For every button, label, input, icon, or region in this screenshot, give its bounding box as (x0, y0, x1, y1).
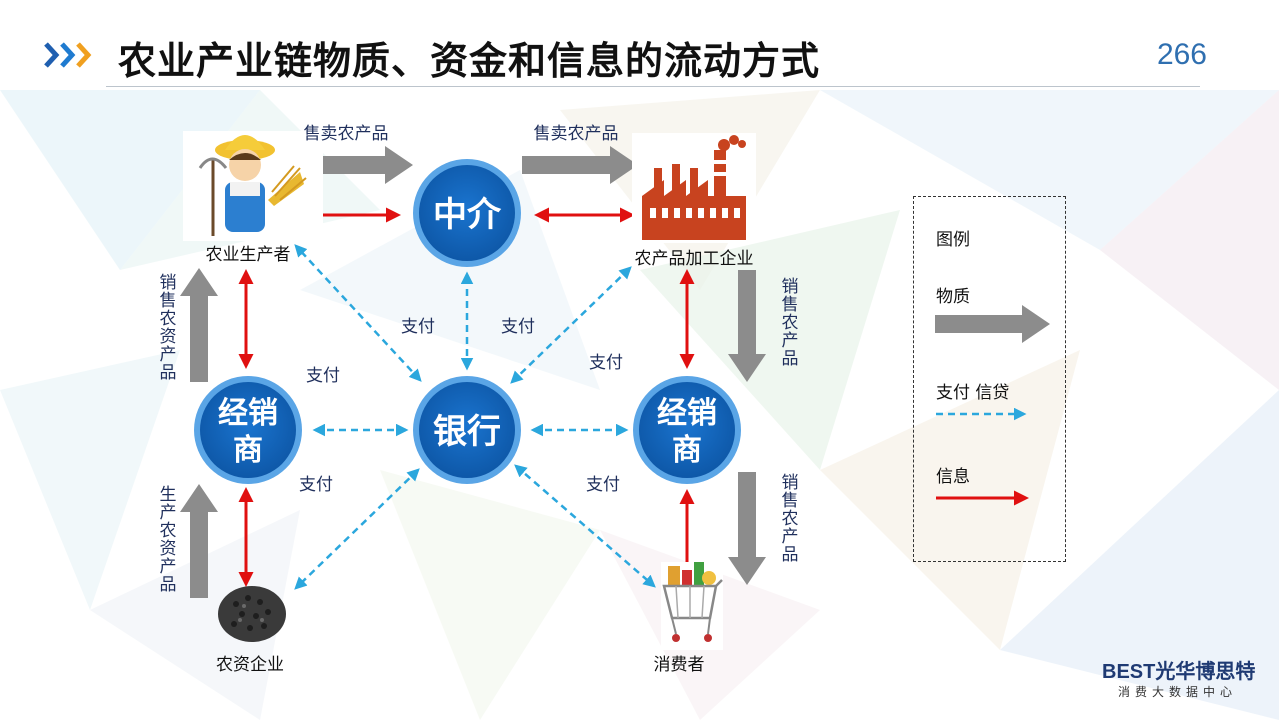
header-divider (106, 86, 1200, 87)
payment-arrows (294, 244, 656, 590)
svg-text:品: 品 (160, 363, 177, 383)
material-arrow-intermediary-to-processor (522, 146, 638, 184)
factory-icon (632, 133, 756, 243)
material-arrow-processor-to-dealer (728, 270, 766, 382)
svg-text:产: 产 (160, 503, 177, 523)
flow-label-pay-1: 支付 (401, 317, 435, 337)
flow-label-pay-4: 支付 (306, 366, 340, 386)
flow-label-sell-products-2: 售卖农产品 (534, 124, 619, 144)
node-bank-label: 银行 (433, 412, 501, 452)
flow-label-pay-5: 支付 (299, 475, 333, 495)
svg-text:品: 品 (160, 575, 177, 595)
pay-arrow-bank-consumer (514, 464, 656, 588)
node-bank: 银行 (413, 376, 521, 484)
svg-text:产: 产 (782, 527, 799, 547)
svg-text:售: 售 (782, 491, 799, 511)
logo-sub-text: 消费大数据中心 (1118, 685, 1238, 699)
farmer-icon (183, 131, 323, 241)
actor-producer-label: 农业生产者 (206, 245, 291, 265)
node-dealer-right: 经销 商 (633, 376, 741, 484)
material-arrow-dealer-to-producer (180, 268, 218, 382)
legend-material-label: 物质 (936, 287, 970, 307)
chevron-right-icon (44, 42, 92, 68)
pay-arrow-bank-producer (294, 244, 422, 382)
svg-text:产: 产 (160, 557, 177, 577)
brand-logo: BEST光华博思特 消费大数据中心 (1102, 655, 1262, 703)
page-number: 266 (1156, 38, 1207, 71)
pay-arrow-bank-input (294, 468, 420, 590)
material-arrow-dealer-to-consumer (728, 472, 766, 585)
actor-processor-label: 农产品加工企业 (635, 249, 754, 269)
node-intermediary-label: 中介 (433, 195, 502, 235)
legend-box (913, 196, 1066, 562)
flow-label-pay-3: 支付 (589, 353, 623, 373)
pay-arrow-bank-processor (510, 266, 632, 384)
flow-label-produce-inputs-vertical: 生 产 农 资 产 品 (160, 485, 177, 595)
svg-text:农: 农 (160, 521, 177, 541)
svg-text:销: 销 (782, 277, 799, 297)
legend: 图例 物质 支付 信贷 信息 (935, 230, 1050, 506)
svg-text:售: 售 (782, 295, 799, 315)
node-dealer-left: 经销 商 (194, 376, 302, 484)
node-dealer-left-line1: 经销 (218, 396, 278, 431)
seeds-icon (218, 586, 286, 642)
svg-text:销: 销 (160, 273, 177, 293)
flow-label-pay-6: 支付 (586, 475, 620, 495)
svg-text:销: 销 (782, 473, 799, 493)
svg-text:售: 售 (160, 291, 177, 311)
flow-label-sell-products-lower-vertical: 销 售 农 产 品 (782, 473, 799, 565)
material-arrow-producer-to-intermediary (300, 146, 413, 184)
logo-main-text: BEST光华博思特 (1102, 661, 1256, 683)
svg-text:品: 品 (782, 349, 799, 369)
svg-text:农: 农 (782, 509, 799, 529)
node-dealer-right-line1: 经销 (657, 396, 717, 431)
svg-text:品: 品 (782, 545, 799, 565)
shopping-cart-icon (661, 562, 723, 650)
svg-text:农: 农 (782, 313, 799, 333)
material-arrows (180, 146, 766, 598)
actor-input-company-label: 农资企业 (216, 655, 284, 675)
page-title: 农业产业链物质、资金和信息的流动方式 (118, 39, 821, 83)
legend-information-label: 信息 (936, 467, 970, 487)
flow-label-sell-products-upper-vertical: 销 售 农 产 品 (782, 277, 799, 369)
actor-consumer-label: 消费者 (654, 655, 705, 675)
material-arrow-input-to-dealer (180, 484, 218, 598)
svg-text:资: 资 (160, 327, 177, 347)
node-intermediary: 中介 (413, 159, 521, 267)
flow-label-pay-2: 支付 (501, 317, 535, 337)
legend-title: 图例 (936, 230, 970, 250)
svg-text:农: 农 (160, 309, 177, 329)
legend-material-arrow (935, 305, 1050, 343)
svg-text:生: 生 (160, 485, 177, 505)
svg-text:产: 产 (782, 331, 799, 351)
svg-text:资: 资 (160, 539, 177, 559)
node-dealer-right-line2: 商 (672, 433, 702, 468)
node-dealer-left-line2: 商 (233, 433, 263, 468)
flow-label-sell-inputs-vertical: 销 售 农 资 产 品 (160, 273, 177, 383)
flow-label-sell-products-1: 售卖农产品 (304, 124, 389, 144)
svg-text:产: 产 (160, 345, 177, 365)
legend-payment-label: 支付 信贷 (936, 383, 1009, 403)
